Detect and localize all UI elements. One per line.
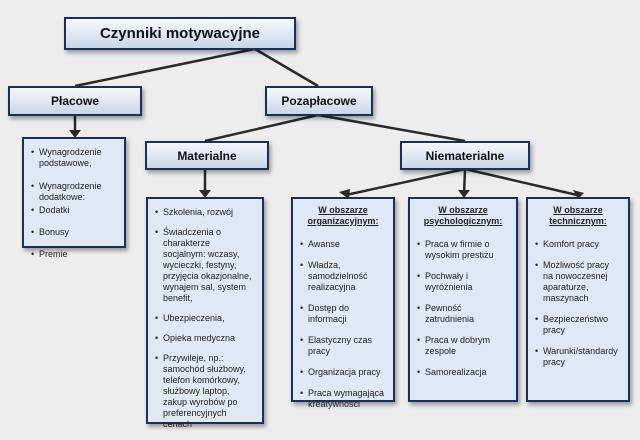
- list-item: Władza, samodzielność realizacyjna: [300, 260, 386, 293]
- connector-niematerialne-tech: [464, 167, 578, 197]
- list-item: Opieka medyczna: [155, 333, 255, 344]
- node-materialne-label: Materialne: [177, 148, 237, 163]
- node-pozaplacowe: Pozapłacowe: [265, 86, 373, 116]
- list-item: Samorealizacja: [417, 367, 509, 378]
- list-item: Wynagrodzenie dodatkowe:: [31, 181, 117, 203]
- list-subitem: Bonusy: [31, 227, 117, 238]
- psych-details-box: W obszarze psychologicznym: Praca w firm…: [408, 197, 518, 402]
- tech-details-box: W obszarze technicznym: Komfort pracy Mo…: [526, 197, 630, 402]
- org-box-title: W obszarze organizacyjnym:: [307, 205, 379, 226]
- list-item: Szkolenia, rozwój: [155, 207, 255, 218]
- list-item: Pochwały i wyróżnienia: [417, 271, 509, 293]
- materialne-details-box: Szkolenia, rozwój Świadczenia o charakte…: [146, 197, 264, 429]
- psych-box-title: W obszarze psychologicznym:: [423, 205, 503, 226]
- arrowhead-materialne-icon: [199, 190, 211, 198]
- node-materialne: Materialne: [145, 141, 269, 170]
- arrowhead-psych-icon: [458, 190, 470, 198]
- arrowhead-org-icon: [339, 189, 350, 199]
- connector-root-pozaplacowe: [254, 47, 319, 88]
- list-item: Praca wymagająca kreatywności: [300, 388, 386, 410]
- connector-niematerialne-org: [345, 167, 466, 197]
- list-item: Praca w dobrym zespole: [417, 335, 509, 357]
- list-subitem: Dodatki: [31, 205, 117, 216]
- placowe-details-box: Wynagrodzenie podstawowe, Wynagrodzenie …: [22, 137, 126, 260]
- node-niematerialne-label: Niematerialne: [425, 148, 505, 163]
- list-item: Komfort pracy: [535, 239, 621, 250]
- list-item: Elastyczny czas pracy: [300, 335, 386, 357]
- list-item: Przywileje, np.: samochód służbowy, tele…: [155, 353, 255, 430]
- node-pozaplacowe-label: Pozapłacowe: [281, 94, 357, 108]
- list-item: Praca w firmie o wysokim prestiżu: [417, 239, 509, 261]
- list-item: Bezpieczeństwo pracy: [535, 314, 621, 336]
- arrowhead-placowe-icon: [69, 130, 81, 138]
- list-item: Pewność zatrudnienia: [417, 303, 509, 325]
- list-item: Awanse: [300, 239, 386, 250]
- org-details-box: W obszarze organizacyjnym: Awanse Władza…: [291, 197, 395, 409]
- connector-root-placowe: [74, 47, 256, 88]
- node-placowe-label: Płacowe: [50, 94, 100, 108]
- list-item: Organizacja pracy: [300, 367, 386, 378]
- node-niematerialne: Niematerialne: [400, 141, 530, 170]
- node-placowe: Płacowe: [8, 86, 142, 116]
- list-item: Warunki/standardy pracy: [535, 346, 621, 368]
- list-item: Ubezpieczenia,: [155, 313, 255, 324]
- tech-box-title: W obszarze technicznym:: [549, 205, 607, 226]
- root-node: Czynniki motywacyjne: [64, 17, 296, 50]
- root-title: Czynniki motywacyjne: [99, 25, 261, 42]
- connector-pozaplacowe-niematerialne: [317, 113, 466, 143]
- list-item: Dostęp do informacji: [300, 303, 386, 325]
- list-item: Możliwość pracy na nowoczesnej aparaturz…: [535, 260, 621, 304]
- list-item: Wynagrodzenie podstawowe,: [31, 147, 117, 169]
- connector-pozaplacowe-materialne: [204, 113, 319, 143]
- arrowhead-tech-icon: [573, 190, 584, 199]
- list-subitem: Premie: [31, 249, 117, 260]
- list-item: Świadczenia o charakterze socjalnym: wcz…: [155, 227, 255, 304]
